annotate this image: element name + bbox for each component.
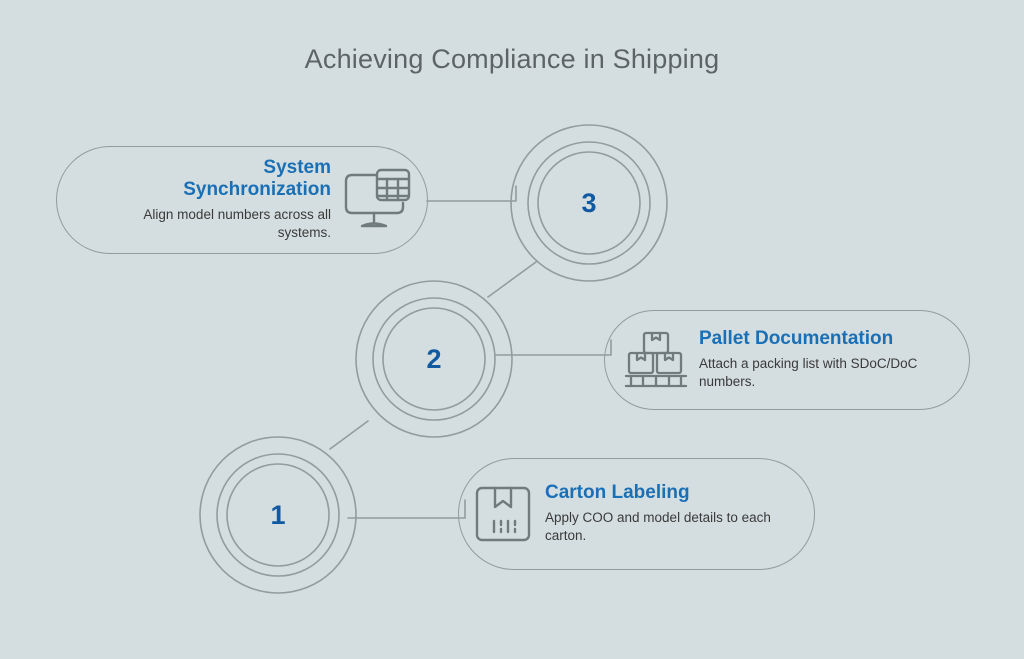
inner-ring	[537, 151, 641, 255]
outer-ring	[199, 436, 357, 594]
outer-ring	[510, 124, 668, 282]
monitor-spreadsheet-icon	[341, 167, 413, 233]
carton-barcode-icon	[473, 483, 533, 545]
connector-card1-step3	[426, 185, 517, 202]
step-number-3: 3	[581, 187, 597, 218]
pallet-boxes-icon	[623, 327, 689, 393]
middle-ring	[527, 141, 651, 265]
step-badge-1: 1	[198, 435, 358, 595]
step-badge-3: 3	[509, 123, 669, 283]
outer-ring	[355, 280, 513, 438]
card-description-carton-labeling: Apply COO and model details to each cart…	[545, 510, 771, 544]
page-title: Achieving Compliance in Shipping	[304, 44, 720, 74]
connector-step1-card3	[347, 499, 466, 519]
step-badge-2: 2	[354, 279, 514, 439]
step-number-1: 1	[270, 499, 286, 530]
card-title-pallet-documentation: Pallet Documentation	[699, 328, 894, 350]
middle-ring	[216, 453, 340, 577]
card-carton-labeling[interactable]: Carton Labeling Apply COO and model deta…	[458, 458, 815, 570]
step-number-2: 2	[426, 343, 442, 374]
inner-ring	[382, 307, 486, 411]
card-system-synchronization[interactable]: System Synchronization Align model numbe…	[56, 146, 428, 254]
card-description-system-synchronization: Align model numbers across all systems.	[143, 207, 331, 241]
card-title-carton-labeling: Carton Labeling	[545, 482, 690, 504]
card-description-pallet-documentation: Attach a packing list with SDoC/DoC numb…	[699, 356, 918, 390]
middle-ring	[372, 297, 496, 421]
card-title-system-synchronization: System Synchronization	[183, 157, 331, 201]
card-pallet-documentation[interactable]: Pallet Documentation Attach a packing li…	[604, 310, 970, 410]
inner-ring	[226, 463, 330, 567]
